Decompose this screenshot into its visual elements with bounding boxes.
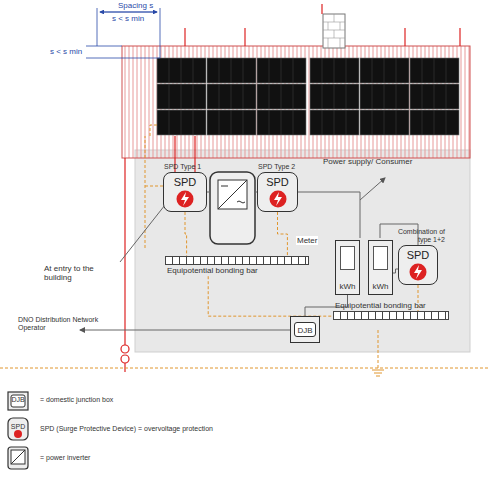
meter-node: kWh [368,240,393,295]
text-label: Spacing s [118,1,153,10]
bonding-bar [165,256,309,265]
text-label: DNO Distribution Network Operator [18,316,100,332]
bonding-bar-label: Equipotential bonding bar [165,265,309,276]
surge-icon [269,190,287,208]
text-label: s < s min [112,14,144,23]
spd-text: SPD [164,176,206,189]
connector [278,212,288,256]
spd-node: SPD Type 2SPD [257,172,298,212]
text-label: Meter [296,236,318,245]
spd-text: SPD [258,176,297,189]
surge-icon [176,190,194,208]
text-label: Power supply/ Consumer [323,157,433,166]
connector [185,212,187,256]
text-label: SPD [10,423,26,431]
text-label: DJB [10,396,26,404]
bonding-bar [333,311,449,320]
meter-node: kWh [335,240,360,295]
meter-window [373,246,388,270]
meter-unit: kWh [336,282,359,291]
legend-text: SPD (Surge Protective Device) = overvolt… [40,425,213,432]
text-label: s < s min [50,47,82,56]
junction-box-text: DJB [294,322,316,337]
legend-text: = power inverter [40,454,90,461]
connector [208,276,333,316]
djb-node: DJB [290,316,320,343]
surge-icon [409,263,427,281]
text-label: At entry to the building [44,264,116,282]
spd-type-label: Combination of type 1+2 [389,228,445,244]
spd-type-label: SPD Type 2 [258,163,318,171]
spd-type-label: SPD Type 1 [164,163,224,171]
spd-node: Combination of type 1+2SPD [398,245,438,285]
bonding-bar-label: Equipotential bonding bar [333,300,449,311]
legend-text: = domestic junction box [40,396,113,403]
spd-text: SPD [399,249,437,262]
meter-unit: kWh [369,282,392,291]
spd-node: SPD Type 1SPD [163,172,207,212]
meter-window [340,246,355,270]
bar-node: Equipotential bonding bar [165,256,309,276]
bar-node: Equipotential bonding bar [333,300,449,320]
